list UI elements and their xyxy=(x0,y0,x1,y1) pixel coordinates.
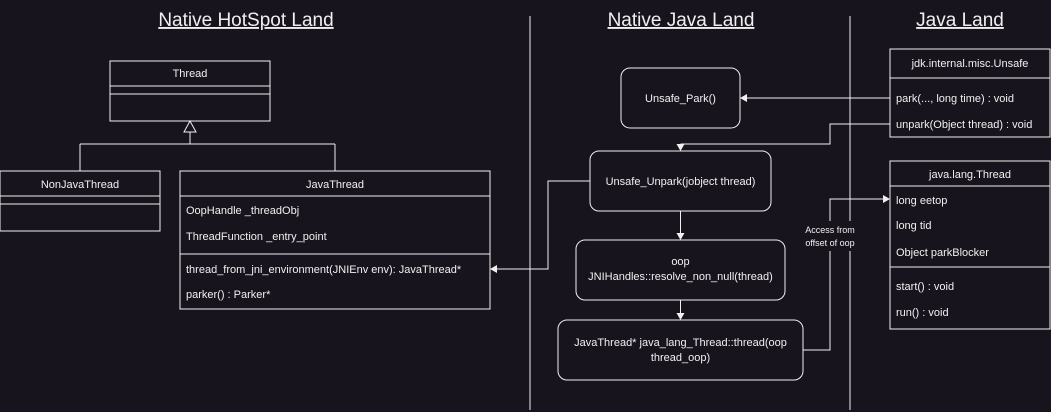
flow-arrow xyxy=(676,300,685,320)
thread-class-title: Thread xyxy=(173,68,208,80)
resolve-handle-node: oop JNIHandles::resolve_non_null(thread) xyxy=(575,239,786,301)
java-thread-method: thread_from_jni_environment(JNIEnv env):… xyxy=(186,264,462,276)
lang-thread-field: long tid xyxy=(896,220,931,232)
flow-arrow xyxy=(676,211,685,240)
inheritance-triangle-icon xyxy=(183,119,197,133)
arrow-access-oop-offset: Access from offset of oop xyxy=(796,195,890,351)
heading-native-hotspot-land: Native HotSpot Land xyxy=(158,10,333,31)
unsafe-class-method: park(..., long time) : void xyxy=(896,93,1014,105)
inheritance-connector xyxy=(79,119,336,171)
non-java-thread-class-box: NonJavaThread xyxy=(0,170,161,232)
java-thread-field: ThreadFunction _entry_point xyxy=(186,231,327,243)
lang-thread-field: long eetop xyxy=(896,195,947,207)
lang-thread-field: Object parkBlocker xyxy=(896,247,989,259)
lang-thread-method: run() : void xyxy=(896,307,949,319)
java-lang-thread-native-label: JavaThread* java_lang_Thread::thread(oop xyxy=(574,337,787,349)
thread-class-box: Thread xyxy=(109,60,271,122)
lang-thread-class-box: java.lang.Thread long eetop long tid Obj… xyxy=(889,160,1051,330)
java-thread-class-box: JavaThread OopHandle _threadObj ThreadFu… xyxy=(179,170,491,310)
resolve-handle-label: JNIHandles::resolve_non_null(thread) xyxy=(588,271,773,283)
arrow-unpark-to-unsafe-unpark xyxy=(676,123,890,151)
arrow-park-to-unsafe-park xyxy=(740,94,890,102)
heading-java-land: Java Land xyxy=(916,10,1004,31)
java-lang-thread-native-node: JavaThread* java_lang_Thread::thread(oop… xyxy=(557,319,804,381)
resolve-handle-label: oop xyxy=(671,256,689,268)
lang-thread-class-title: java.lang.Thread xyxy=(928,169,1011,181)
access-offset-label: offset of oop xyxy=(805,238,854,248)
unsafe-class-title: jdk.internal.misc.Unsafe xyxy=(911,58,1029,70)
unsafe-park-label: Unsafe_Park() xyxy=(645,93,716,105)
heading-native-java-land: Native Java Land xyxy=(608,10,755,31)
unsafe-unpark-node: Unsafe_Unpark(jobject thread) xyxy=(589,150,772,212)
unsafe-class-method: unpark(Object thread) : void xyxy=(896,119,1032,131)
non-java-thread-class-title: NonJavaThread xyxy=(41,179,119,191)
java-thread-class-title: JavaThread xyxy=(306,179,364,191)
lang-thread-method: start() : void xyxy=(896,281,954,293)
unsafe-park-node: Unsafe_Park() xyxy=(620,67,741,129)
arrow-to-thread-from-jni xyxy=(490,180,590,273)
java-thread-field: OopHandle _threadObj xyxy=(186,205,299,217)
access-offset-label: Access from xyxy=(805,225,855,235)
unsafe-class-box: jdk.internal.misc.Unsafe park(..., long … xyxy=(889,48,1051,138)
unsafe-unpark-label: Unsafe_Unpark(jobject thread) xyxy=(606,176,756,188)
java-lang-thread-native-label: thread_oop) xyxy=(651,352,710,364)
java-thread-method: parker() : Parker* xyxy=(186,289,271,301)
